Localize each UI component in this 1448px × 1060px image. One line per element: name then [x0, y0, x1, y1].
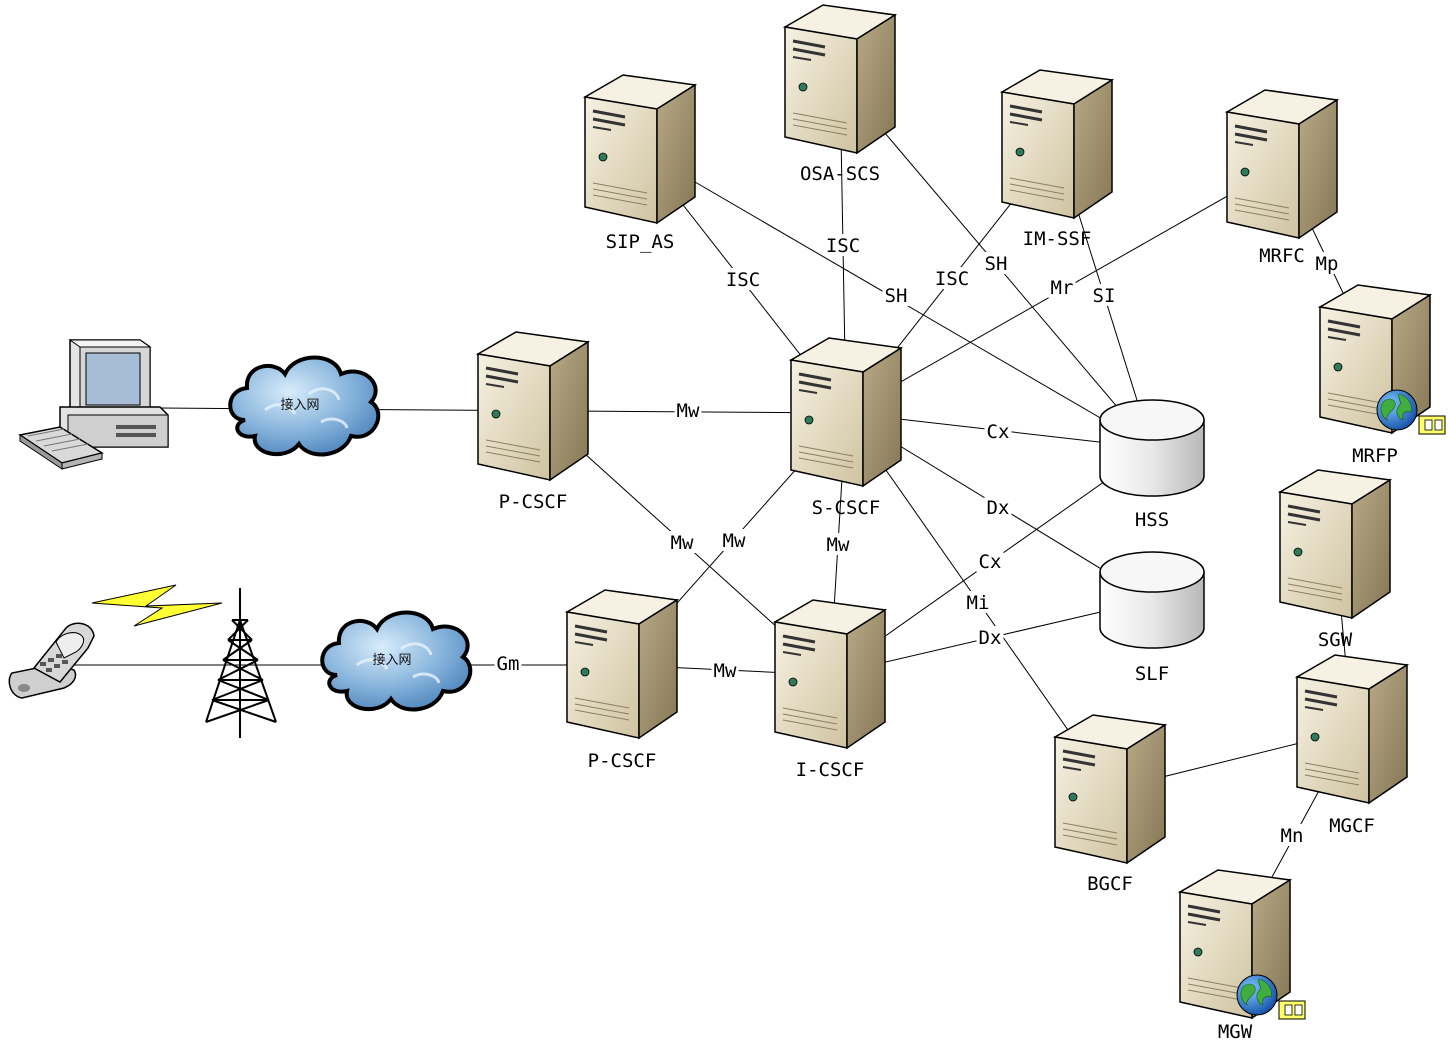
link-label-bg — [1313, 252, 1341, 274]
mobile-phone-icon — [8, 622, 95, 699]
link-label: Mw — [671, 532, 694, 554]
node-slf: SLF — [1099, 551, 1205, 685]
node-mgw: MGW — [1177, 869, 1306, 1043]
link-label-bg — [711, 659, 739, 681]
link-label: Gm — [497, 653, 520, 675]
node-label: OSA-SCS — [800, 163, 880, 185]
node-label: MGW — [1218, 1021, 1253, 1043]
server-icon — [788, 337, 904, 488]
link-label: Mp — [1316, 253, 1339, 275]
node-sgw: SGW — [1277, 469, 1393, 651]
link-label: ISC — [826, 235, 860, 257]
link-label: SH — [985, 253, 1008, 275]
server-icon — [782, 4, 898, 155]
link-label-bg — [964, 591, 992, 613]
link-label: Mw — [714, 660, 737, 682]
link-label: Mw — [723, 530, 746, 552]
node-sip-as: SIP_AS — [582, 74, 698, 253]
server-icon — [475, 331, 591, 482]
link-label-bg — [1090, 284, 1118, 306]
access-network-label: 接入网 — [372, 652, 411, 668]
link-label-bg — [1048, 276, 1076, 298]
link-label-bg — [723, 268, 763, 290]
link-label: Cx — [987, 421, 1010, 443]
node-i-cscf: I-CSCF — [772, 599, 888, 781]
node-bgcf: BGCF — [1052, 714, 1168, 895]
server-icon — [1277, 469, 1393, 620]
link-label-bg — [668, 531, 696, 553]
node-im-ssf: IM-SSF — [999, 69, 1115, 250]
server-icon — [564, 589, 680, 740]
node-mgcf: MGCF — [1294, 654, 1410, 837]
database-icon — [1099, 551, 1205, 649]
node-label: SLF — [1135, 663, 1169, 685]
database-icon — [1099, 399, 1205, 497]
link-label: ISC — [935, 268, 969, 290]
node-label: I-CSCF — [796, 759, 865, 781]
node-label: P-CSCF — [499, 491, 568, 513]
link-label: Mr — [1051, 277, 1074, 299]
link-label-bg — [976, 626, 1004, 648]
link-label-bg — [824, 533, 852, 555]
globe-icon — [1236, 974, 1306, 1020]
link-label: Cx — [979, 551, 1002, 573]
node-s-cscf: S-CSCF — [788, 337, 904, 519]
link-label-bg — [720, 529, 748, 551]
globe-icon — [1376, 389, 1446, 435]
link-label-bg — [984, 496, 1012, 518]
server-icon — [582, 74, 698, 225]
wireless-signal-icon — [91, 584, 223, 627]
link-label-bg — [823, 234, 863, 256]
links-layer — [45, 79, 1376, 946]
access-network-label: 接入网 — [280, 397, 319, 413]
link-label: SI — [1093, 285, 1116, 307]
node-p-cscf-2: P-CSCF — [564, 589, 680, 772]
link-label-bg — [1278, 824, 1306, 846]
link-label-bg — [982, 252, 1010, 274]
server-icon — [772, 599, 888, 750]
cloud-icon — [228, 355, 381, 457]
node-label: P-CSCF — [588, 750, 657, 772]
link-label-bg — [976, 550, 1004, 572]
node-mrfc: MRFC — [1224, 89, 1340, 267]
nodes-layer: SIP_AS OSA-SCS IM-SSF MRFC MRFP P-CSCF S-CSCF H… — [475, 4, 1446, 1043]
link-label: SH — [885, 285, 908, 307]
link-label: Mn — [1281, 825, 1304, 847]
node-label: SIP_AS — [606, 231, 675, 253]
node-label: SGW — [1318, 629, 1353, 651]
node-p-cscf-1: P-CSCF — [475, 331, 591, 513]
node-label: MRFC — [1259, 245, 1305, 267]
node-osa-scs: OSA-SCS — [782, 4, 898, 185]
node-label: MGCF — [1329, 815, 1375, 837]
node-label: S-CSCF — [812, 497, 881, 519]
node-label: BGCF — [1087, 873, 1133, 895]
radio-tower-icon — [205, 588, 277, 738]
server-icon — [1294, 654, 1410, 805]
node-label: HSS — [1135, 509, 1169, 531]
devices-layer — [8, 339, 277, 738]
link-label: ISC — [726, 269, 760, 291]
server-icon — [999, 69, 1115, 220]
server-icon — [1224, 89, 1340, 240]
link-label: Dx — [979, 627, 1002, 649]
link-label-bg — [984, 420, 1012, 442]
cloud-icon — [320, 610, 473, 712]
node-hss: HSS — [1099, 399, 1205, 531]
link-label: Dx — [987, 497, 1010, 519]
link-label: Mw — [827, 534, 850, 556]
node-label: MRFP — [1352, 445, 1398, 467]
link-label-bg — [674, 399, 702, 421]
link-label-bg — [494, 652, 522, 674]
computer-icon — [18, 339, 169, 470]
node-mrfp: MRFP — [1317, 284, 1446, 467]
link-label: Mi — [967, 592, 990, 614]
link-label-bg — [882, 284, 910, 306]
node-label: IM-SSF — [1023, 228, 1092, 250]
link-label: Mw — [677, 400, 700, 422]
server-icon — [1052, 714, 1168, 865]
link-label-bg — [932, 267, 972, 289]
